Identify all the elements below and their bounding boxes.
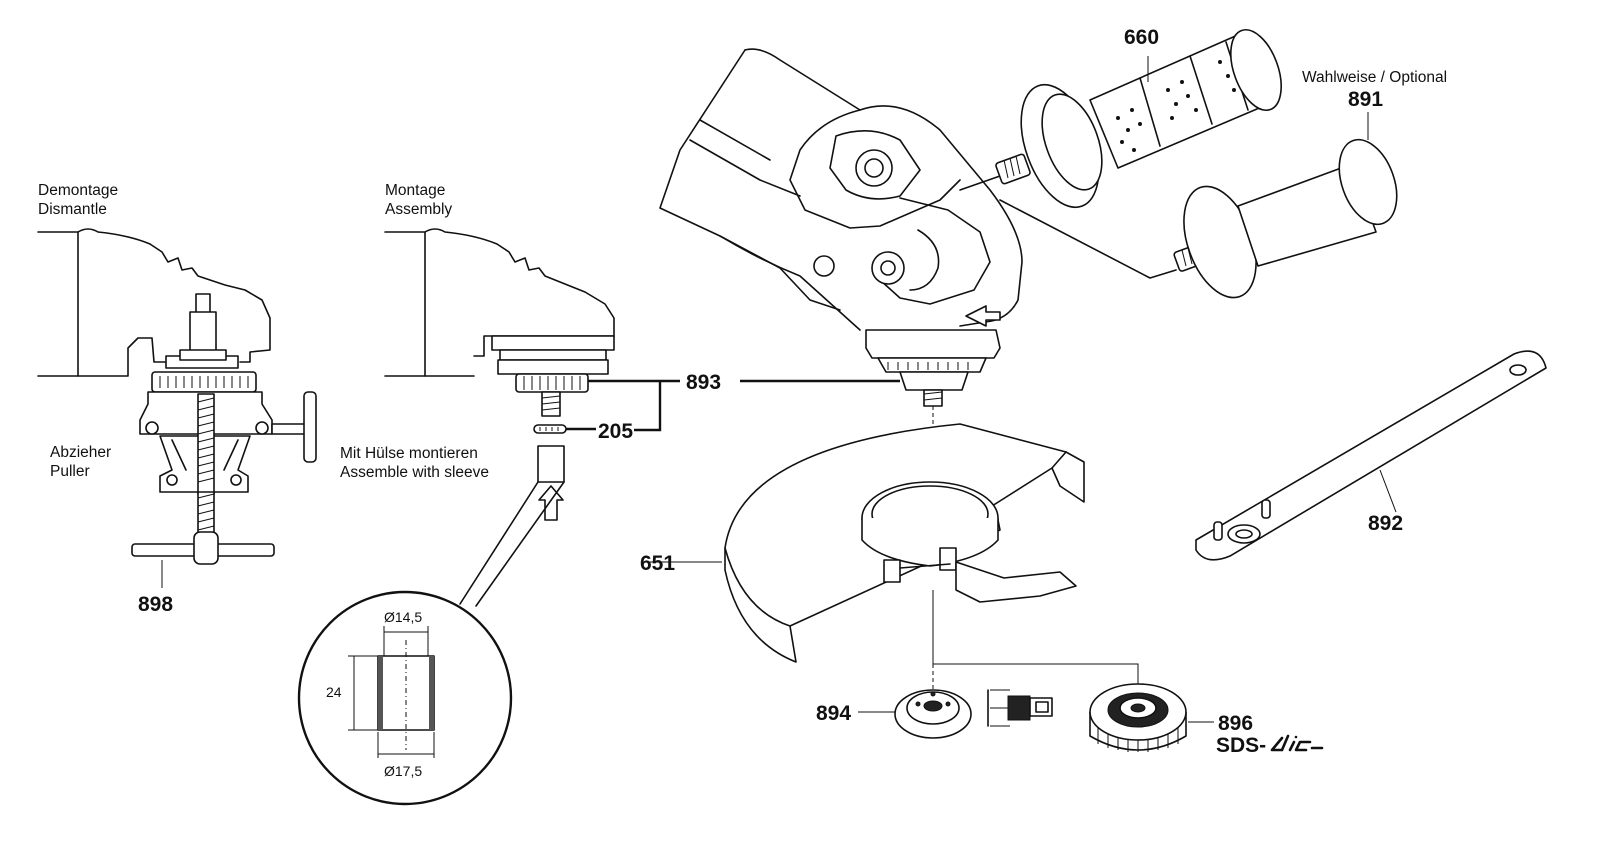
flange-axis-line [932,590,1139,688]
angle-grinder-head [659,48,1023,407]
leader-205-bracket [634,381,662,432]
part-number-651: 651 [640,552,675,575]
rotation-arrow-icon [965,305,1001,327]
inner-diameter-dim: Ø14,5 [384,609,422,625]
assembly-title-en: Assembly [385,201,452,218]
quick-clamping-nut-896 [1089,683,1187,752]
sleeve-part [537,445,565,483]
puller-label-de: Abzieher [50,444,111,461]
flange-side-detail [987,689,1053,727]
part-number-894: 894 [816,702,851,725]
length-dim: 24 [326,684,342,700]
gear-housing-section-dismantle [37,228,271,377]
spindle-shaft-dismantle [179,293,227,361]
gear-housing-section-assembly [384,228,615,377]
dismantle-title-de: Demontage [38,182,118,199]
spanner-wrench-892 [1195,350,1547,561]
part-number-896: 896 [1218,712,1253,735]
part-number-898: 898 [138,593,173,616]
part-number-205: 205 [598,420,633,443]
assembly-title-de: Montage [385,182,445,199]
part-number-891: 891 [1348,88,1383,111]
clic-logo [1270,734,1324,752]
magnifier-leader [459,481,565,607]
bearing-flange-part [515,373,589,417]
optional-label: Wahlweise / Optional [1302,69,1447,86]
sleeve-detail-magnifier: Ø14,5 24 Ø17,5 [297,590,513,806]
puller-label-en: Puller [50,463,90,480]
sleeve-note-en: Assemble with sleeve [340,464,489,481]
part-number-892: 892 [1368,512,1403,535]
mounting-flange-894 [894,689,972,739]
sds-prefix: SDS- [1216,734,1266,757]
up-arrow-icon [538,485,564,521]
dismantle-panel: Demontage Dismantle [37,182,317,616]
part-number-893: 893 [686,371,721,394]
o-ring-part [533,424,567,434]
puller-tool [131,371,317,565]
outer-diameter-dim: Ø17,5 [384,763,422,779]
sleeve-note-de: Mit Hülse montieren [340,445,478,462]
dismantle-title-en: Dismantle [38,201,107,218]
protective-guard-651 [724,423,1085,663]
auxiliary-handle-891 [999,112,1398,299]
auxiliary-handle-660 [959,29,1282,209]
part-number-660: 660 [1124,26,1159,49]
assembly-panel: Montage Assembly Mit Hülse montieren Ass… [297,182,900,806]
